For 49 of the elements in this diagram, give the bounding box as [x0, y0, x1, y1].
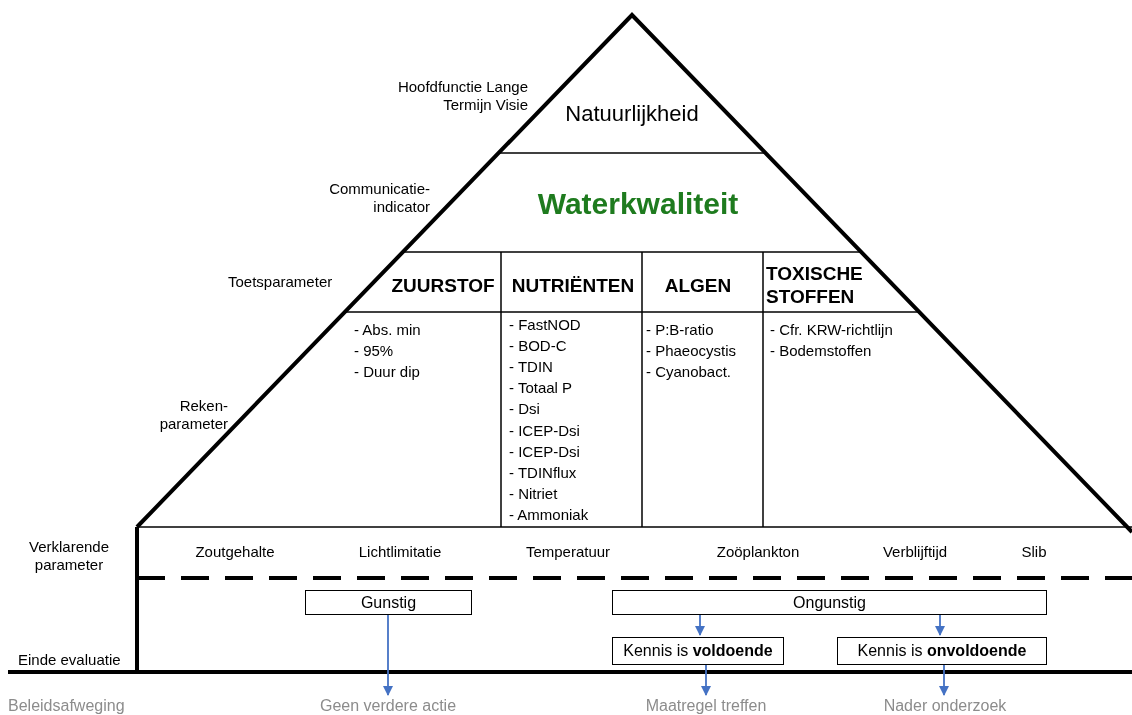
list-item: - TDINflux — [509, 463, 577, 482]
list-item: - TDIN — [509, 358, 553, 377]
list-item: - Abs. min — [354, 321, 421, 339]
list-item: - Cfr. KRW-richtlijn — [770, 321, 893, 339]
section-title: Waterkwaliteit — [537, 187, 739, 221]
arrow — [701, 664, 711, 696]
column-header: NUTRIËNTEN — [511, 275, 635, 297]
process-box: Ongunstig — [612, 590, 1047, 615]
level-label: Beleidsafweging — [8, 697, 125, 715]
list-item: - Bodemstoffen — [770, 342, 872, 360]
list-item: - Phaeocystis — [646, 342, 737, 360]
column-header: ALGEN — [664, 275, 732, 297]
process-box: Gunstig — [305, 590, 472, 615]
list-item: - 95% — [354, 342, 394, 360]
list-item: - P:B-ratio — [646, 321, 714, 339]
list-item: - FastNOD — [509, 316, 581, 334]
column-header: TOXISCHE STOFFEN — [766, 262, 864, 308]
process-box: Kennis is onvoldoende — [837, 637, 1047, 665]
level-label: Hoofdfunctie Lange Termijn Visie — [396, 78, 528, 114]
outcome-text: Geen verdere actie — [300, 697, 476, 715]
list-item: - Cyanobact. — [646, 363, 732, 381]
arrow — [695, 614, 705, 636]
list-item: - Dsi — [509, 400, 540, 419]
parameter-label: Temperatuur — [525, 543, 611, 561]
arrow — [939, 664, 949, 696]
section-title: Natuurlijkheid — [565, 101, 699, 127]
outcome-text: Maatregel treffen — [620, 697, 792, 715]
parameter-label: Slib — [1021, 543, 1047, 561]
arrow — [383, 614, 393, 696]
parameter-label: Verblijftijd — [882, 543, 948, 561]
parameter-label: Zoöplankton — [716, 543, 800, 561]
list-item: - ICEP-Dsi — [509, 442, 580, 461]
list-item: - Totaal P — [509, 379, 573, 398]
parameter-label: Lichtlimitatie — [358, 543, 442, 561]
column-header: ZUURSTOF — [391, 275, 495, 297]
level-label: Toetsparameter — [228, 273, 333, 291]
level-label: Communicatie- indicator — [328, 180, 430, 216]
list-item: - Duur dip — [354, 363, 420, 381]
level-label: Verklarende parameter — [27, 538, 111, 574]
parameter-label: Zoutgehalte — [195, 543, 275, 561]
list-item: - Ammoniak — [509, 505, 589, 524]
list-item: - BOD-C — [509, 337, 567, 356]
level-label: Reken- parameter — [158, 397, 228, 433]
process-box: Kennis is voldoende — [612, 637, 784, 665]
list-item: - Nitriet — [509, 484, 558, 503]
list-item: - ICEP-Dsi — [509, 421, 580, 440]
arrow — [935, 614, 945, 636]
outcome-text: Nader onderzoek — [840, 697, 1050, 715]
level-label: Einde evaluatie — [18, 651, 121, 669]
